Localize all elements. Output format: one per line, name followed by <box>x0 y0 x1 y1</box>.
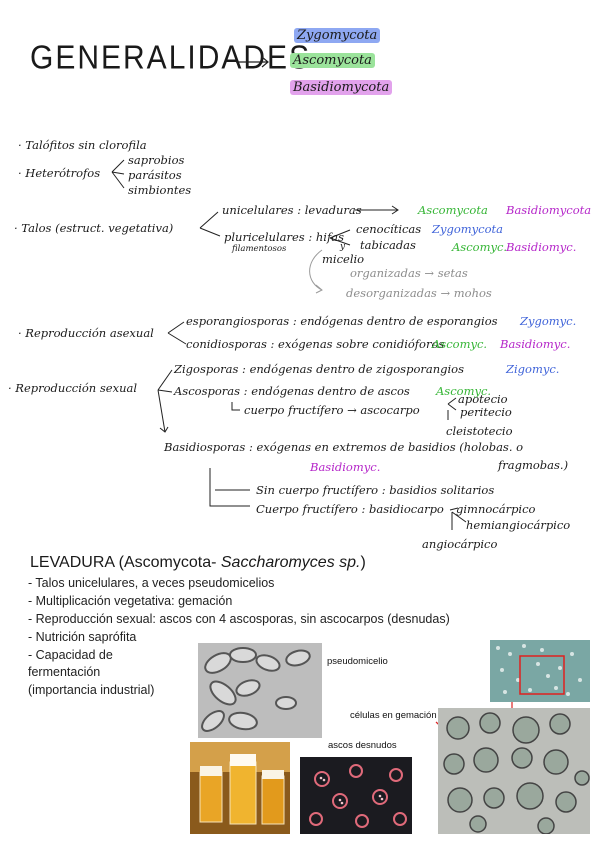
het-item: parásitos <box>128 168 182 182</box>
caption-gemacion: células en gemación <box>350 710 437 721</box>
tag-basidiomyc: Basidiomyc. <box>506 240 577 254</box>
levadura-line: - Talos unicelulares, a veces pseudomice… <box>28 576 275 590</box>
group-basidiomycota: Basidiomycota <box>290 80 393 95</box>
tag-basidiomycota: Basidiomycota <box>506 203 592 217</box>
ascocarpo-type: apotecio <box>458 392 508 406</box>
note-y: y <box>340 242 346 252</box>
levadura-line: (importancia industrial) <box>28 683 155 697</box>
levadura-line: - Nutrición saprófita <box>28 630 137 644</box>
tag-basidiomyc: Basidiomyc. <box>500 337 571 351</box>
tag-zigomyc: Zigomyc. <box>506 362 560 376</box>
note-tabicadas: tabicadas <box>360 238 416 252</box>
pseudomicelio-image <box>198 643 322 738</box>
note-pluricelulares: pluricelulares : hifas <box>224 230 344 244</box>
note-micelio: micelio <box>322 252 365 266</box>
tag-zygomyc: Zygomyc. <box>520 314 577 328</box>
note-cenociticas: cenocíticas <box>356 222 422 236</box>
caption-ascos: ascos desnudos <box>328 740 397 751</box>
beer-image <box>190 742 290 834</box>
note-desorganizadas: desorganizadas → mohos <box>346 286 492 300</box>
note-cuerpo-fructifero: cuerpo fructífero → ascocarpo <box>244 403 420 417</box>
tag-ascomyc: Ascomyc. <box>436 384 492 398</box>
colony-image <box>490 640 590 702</box>
tag-ascomyc: Ascomyc. <box>432 337 488 351</box>
note-zigosporas: Zigosporas : endógenas dentro de zigospo… <box>174 362 464 376</box>
note-talofitos: · Talófitos sin clorofila <box>18 138 147 152</box>
group-list: Zygomycota <box>294 28 381 43</box>
tag-basidiomyc: Basidiomyc. <box>310 460 381 474</box>
gemacion-image <box>438 708 590 834</box>
basidiocarpo-type: angiocárpico <box>422 537 498 551</box>
note-ascosporas: Ascosporas : endógenas dentro de ascos <box>174 384 410 398</box>
note-filamentosos: filamentosos <box>232 244 287 254</box>
levadura-line: - Reproducción sexual: ascos con 4 ascos… <box>28 612 450 626</box>
note-sin-cuerpo: Sin cuerpo fructífero : basidios solitar… <box>256 483 495 497</box>
group-ascomycota: Ascomycota <box>290 53 375 68</box>
basidiocarpo-type: gimnocárpico <box>456 502 536 516</box>
note-unicelulares: unicelulares : levaduras <box>222 203 362 217</box>
note-organizadas: organizadas → setas <box>350 266 468 280</box>
note-basidiosporas: Basidiosporas : exógenas en extremos de … <box>164 440 524 454</box>
note-rep-asexual: · Reproducción asexual <box>18 326 154 340</box>
levadura-line: - Capacidad de <box>28 648 113 662</box>
note-con-cuerpo: Cuerpo fructífero : basidiocarpo <box>256 502 444 516</box>
het-item: saprobios <box>128 153 185 167</box>
tag-ascomyc: Ascomyc. <box>452 240 508 254</box>
note-talos: · Talos (estruct. vegetativa) <box>14 221 174 235</box>
note-conidiosporas: conidiosporas : exógenas sobre conidiófo… <box>186 337 445 351</box>
caption-pseudomicelio: pseudomicelio <box>327 656 388 667</box>
note-heterotrofos: · Heterótrofos <box>18 166 101 180</box>
levadura-line: fermentación <box>28 665 101 679</box>
group-zygomycota: Zygomycota <box>294 28 381 43</box>
tag-zygomycota: Zygomycota <box>432 222 504 236</box>
levadura-line: - Multiplicación vegetativa: gemación <box>28 594 233 608</box>
ascocarpo-type: cleistotecio <box>446 424 513 438</box>
basidiocarpo-type: hemiangiocárpico <box>466 518 571 532</box>
tag-ascomycota: Ascomycota <box>418 203 488 217</box>
ascocarpo-type: peritecio <box>460 405 512 419</box>
note-fragmobas: fragmobas.) <box>498 458 569 472</box>
section-title-levadura: LEVADURA (Ascomycota- Saccharomyces sp.) <box>30 554 366 571</box>
het-item: simbiontes <box>128 183 192 197</box>
note-rep-sexual: · Reproducción sexual <box>8 381 138 395</box>
note-esporangiosporas: esporangiosporas : endógenas dentro de e… <box>186 314 498 328</box>
ascos-image <box>300 757 412 834</box>
